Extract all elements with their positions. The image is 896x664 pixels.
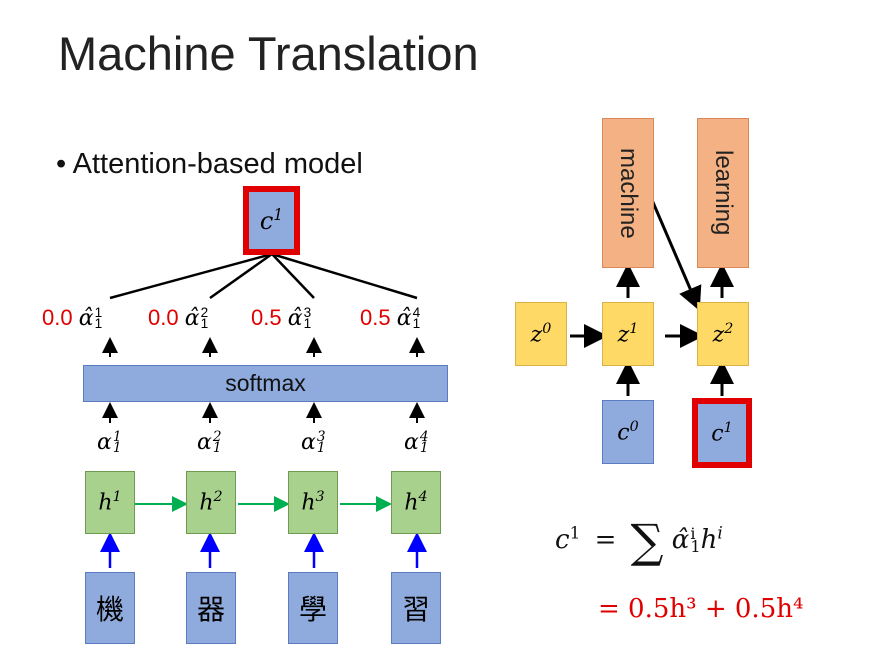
input-token-box: 學 (288, 572, 338, 644)
input-token-box: 機 (85, 572, 135, 644)
output-word-box: machine (602, 118, 654, 268)
encoder-hidden-box: h2 (186, 471, 236, 534)
decoder-arrows (570, 199, 734, 396)
bullet-point: • Attention-based model (56, 148, 363, 180)
encoder-hidden-box: h1 (85, 471, 135, 534)
decoder-context-box: c1 (692, 398, 752, 468)
attention-lines (109, 252, 418, 300)
weight-value: 0.5 (251, 305, 282, 330)
input-arrows (100, 532, 427, 568)
weight-value: 0.0 (148, 305, 179, 330)
weight-value: 0.5 (360, 305, 391, 330)
decoder-state-box: z0 (515, 302, 567, 366)
decoder-state-box: z2 (697, 302, 749, 366)
decoder-state-box: z1 (602, 302, 654, 366)
sum-symbol: ∑ (630, 514, 664, 568)
context-symbol: c (259, 207, 274, 235)
softmax-label: softmax (225, 370, 306, 396)
context-vector-box: c1 (243, 186, 300, 255)
slide-title: Machine Translation (58, 27, 479, 80)
softmax-out-arrows (102, 337, 425, 357)
attention-equation-result: = 0.5h³ + 0.5h⁴ (598, 594, 804, 624)
output-word-box: learning (697, 118, 749, 268)
softmax-layer: softmax (83, 365, 448, 402)
encoder-hidden-box: h3 (288, 471, 338, 534)
input-token-box: 習 (391, 572, 441, 644)
weight-value: 0.0 (42, 305, 73, 330)
bullet-text: Attention-based model (72, 148, 363, 180)
input-token-box: 器 (186, 572, 236, 644)
softmax-in-arrows (102, 402, 425, 423)
encoder-hidden-box: h4 (391, 471, 441, 534)
decoder-context-box: c0 (602, 400, 654, 464)
